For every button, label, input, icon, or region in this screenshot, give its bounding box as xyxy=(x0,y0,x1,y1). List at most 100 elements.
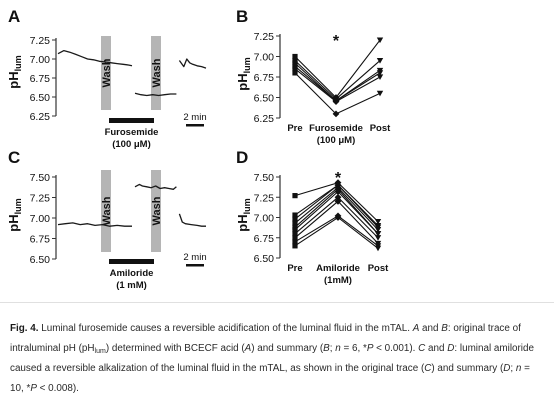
caption-ref: C xyxy=(418,343,426,354)
y-tick-label: 6.25 xyxy=(30,111,51,123)
data-point-marker xyxy=(292,66,298,72)
caption-ref: C xyxy=(424,363,432,374)
y-axis-label: pHlum xyxy=(6,198,23,231)
wash-bar xyxy=(151,36,161,110)
x-category-label: Furosemide xyxy=(309,123,363,134)
data-point-marker xyxy=(292,243,298,249)
data-point-marker xyxy=(374,218,382,225)
data-point-marker xyxy=(292,60,298,66)
caption-text: < 0.008). xyxy=(36,383,79,394)
data-point-marker xyxy=(332,98,340,105)
data-point-marker xyxy=(374,227,382,233)
data-point-marker xyxy=(334,214,342,221)
caption-text: ) and summary ( xyxy=(251,343,324,354)
y-tick-label: 7.50 xyxy=(254,172,275,184)
x-category-label: Amiloride xyxy=(316,263,360,274)
y-tick-label: 6.50 xyxy=(254,93,275,105)
caption-text: ) and summary ( xyxy=(431,363,504,374)
caption-ref: D xyxy=(503,363,511,374)
ph-trace xyxy=(134,183,177,190)
significance-marker: * xyxy=(333,33,340,50)
caption-ref: B xyxy=(441,323,448,334)
data-point-marker xyxy=(334,193,342,201)
ph-trace xyxy=(178,213,206,227)
data-point-marker xyxy=(292,70,298,76)
caption-text: ) determined with BCECF acid ( xyxy=(105,343,245,354)
caption-stat: n xyxy=(515,363,522,374)
wash-bar xyxy=(101,170,111,252)
data-point-marker xyxy=(292,212,298,218)
y-tick-label: 7.50 xyxy=(30,172,51,184)
caption-subscript: lum xyxy=(94,348,106,355)
panel-label: A xyxy=(8,7,20,26)
caption-text: < 0.001). xyxy=(373,343,419,354)
y-tick-label: 7.00 xyxy=(254,213,275,225)
x-category-label: Pre xyxy=(287,263,302,274)
caption-text: ; xyxy=(329,343,336,354)
x-category-label: Post xyxy=(370,123,391,134)
wash-label: Wash xyxy=(101,196,113,225)
paired-line xyxy=(294,216,379,249)
wash-label: Wash xyxy=(151,58,163,87)
ph-trace xyxy=(134,92,177,97)
y-axis-label: pHlum xyxy=(6,55,23,88)
y-tick-label: 7.25 xyxy=(30,193,51,205)
data-point-marker xyxy=(292,235,298,241)
ph-trace xyxy=(178,58,207,69)
significance-marker: * xyxy=(335,170,342,187)
drug-dose-label: (100 μM) xyxy=(112,139,151,150)
y-tick-label: 6.75 xyxy=(254,72,275,84)
caption-text: and xyxy=(419,323,442,334)
time-scale-bar xyxy=(186,264,204,267)
caption-ref: D xyxy=(447,343,455,354)
drug-dose-label: (1 mM) xyxy=(116,280,147,291)
caption-stat: P xyxy=(30,383,37,394)
wash-label: Wash xyxy=(101,58,113,87)
caption-text: : original trace of intraluminal pH (pH xyxy=(10,323,521,354)
y-tick-label: 6.75 xyxy=(30,234,51,246)
figure-caption: Fig. 4. Luminal furosemide causes a reve… xyxy=(10,309,550,399)
y-tick-label: 6.75 xyxy=(30,73,51,85)
y-tick-label: 6.75 xyxy=(254,233,275,245)
data-point-marker xyxy=(376,58,384,64)
y-axis-label-subscript: lum xyxy=(242,198,252,214)
panel-label: D xyxy=(236,148,248,167)
caption-divider xyxy=(0,302,554,303)
x-category-sublabel: (100 μM) xyxy=(317,135,356,146)
data-point-marker xyxy=(334,188,342,195)
x-category-label: Post xyxy=(368,263,389,274)
data-point-marker xyxy=(374,235,382,241)
data-point-marker xyxy=(334,197,342,205)
data-point-marker xyxy=(292,53,298,60)
y-tick-label: 7.25 xyxy=(254,31,275,43)
y-tick-label: 7.00 xyxy=(254,52,275,64)
data-point-marker xyxy=(292,216,298,222)
data-point-marker xyxy=(374,245,382,252)
caption-text: ; xyxy=(510,363,516,374)
wash-bar xyxy=(151,170,161,252)
y-axis-label: pHlum xyxy=(235,198,252,231)
drug-label: Furosemide xyxy=(105,127,159,138)
drug-label: Amiloride xyxy=(110,268,154,279)
y-axis-label-subscript: lum xyxy=(13,55,23,71)
caption-text: and xyxy=(425,343,448,354)
y-tick-label: 6.25 xyxy=(254,113,275,125)
time-scale-bar xyxy=(186,124,204,127)
x-category-sublabel: (1mM) xyxy=(324,275,352,286)
data-point-marker xyxy=(376,74,384,80)
data-point-marker xyxy=(292,220,298,226)
drug-application-bar xyxy=(109,118,154,123)
x-category-label: Pre xyxy=(287,123,302,134)
data-point-marker xyxy=(332,110,340,118)
data-point-marker xyxy=(376,70,384,76)
caption-ref: A xyxy=(412,323,420,334)
panel-label: B xyxy=(236,7,248,26)
data-point-marker xyxy=(292,193,298,199)
caption-text: = 6, * xyxy=(340,343,367,354)
caption-text: = 10, * xyxy=(10,363,530,394)
time-scale-label: 2 min xyxy=(183,252,206,263)
caption-text: : luminal amiloride caused a reversible … xyxy=(10,343,534,374)
